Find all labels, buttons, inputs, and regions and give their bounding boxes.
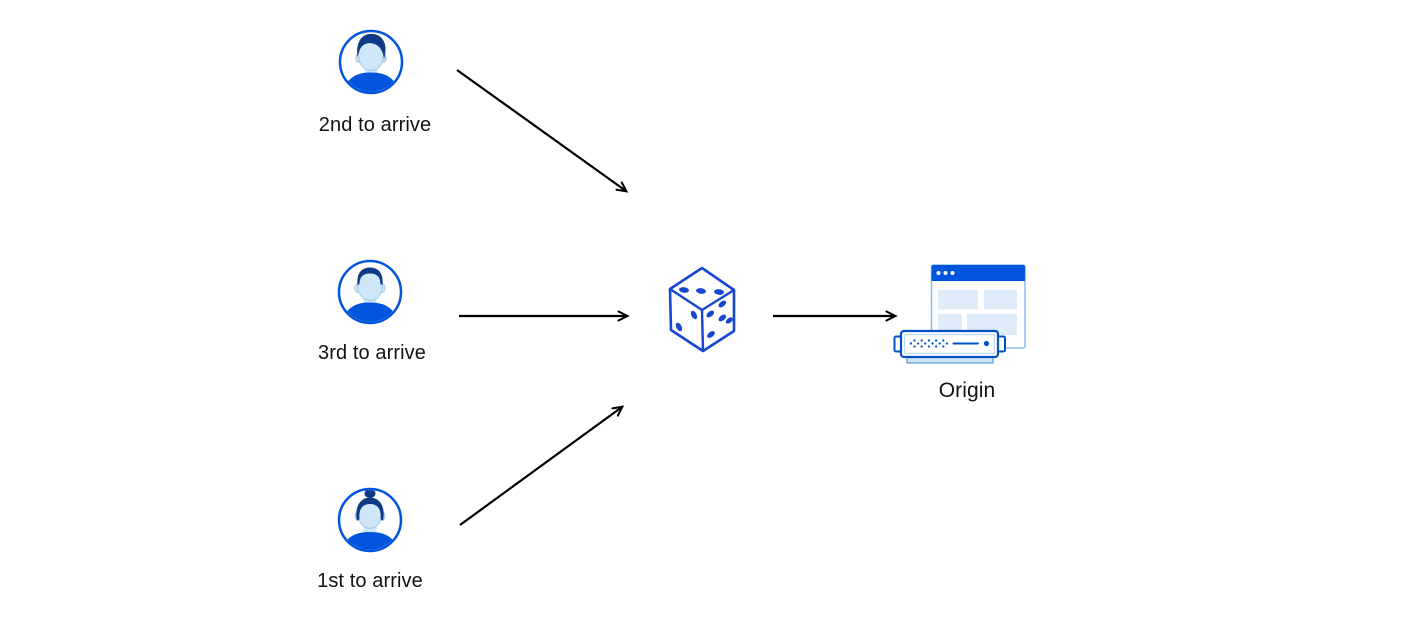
user-first-avatar-icon: [337, 487, 403, 553]
label-user-third: 3rd to arrive: [317, 342, 426, 364]
label-origin: Origin: [938, 379, 996, 402]
browser-window-icon: [930, 264, 1026, 349]
arrow-user-first-to-dice: [459, 405, 625, 526]
server-icon: [893, 329, 1006, 364]
user-third-avatar-icon: [337, 259, 403, 325]
origin-server-icon: [893, 264, 1026, 364]
user-second-avatar-icon: [338, 29, 404, 95]
dice-icon: [668, 266, 736, 353]
arrow-user-second-to-dice: [456, 69, 629, 193]
label-user-second: 2nd to arrive: [318, 114, 432, 136]
label-user-first: 1st to arrive: [317, 570, 423, 592]
server-led-pattern: [909, 339, 949, 348]
